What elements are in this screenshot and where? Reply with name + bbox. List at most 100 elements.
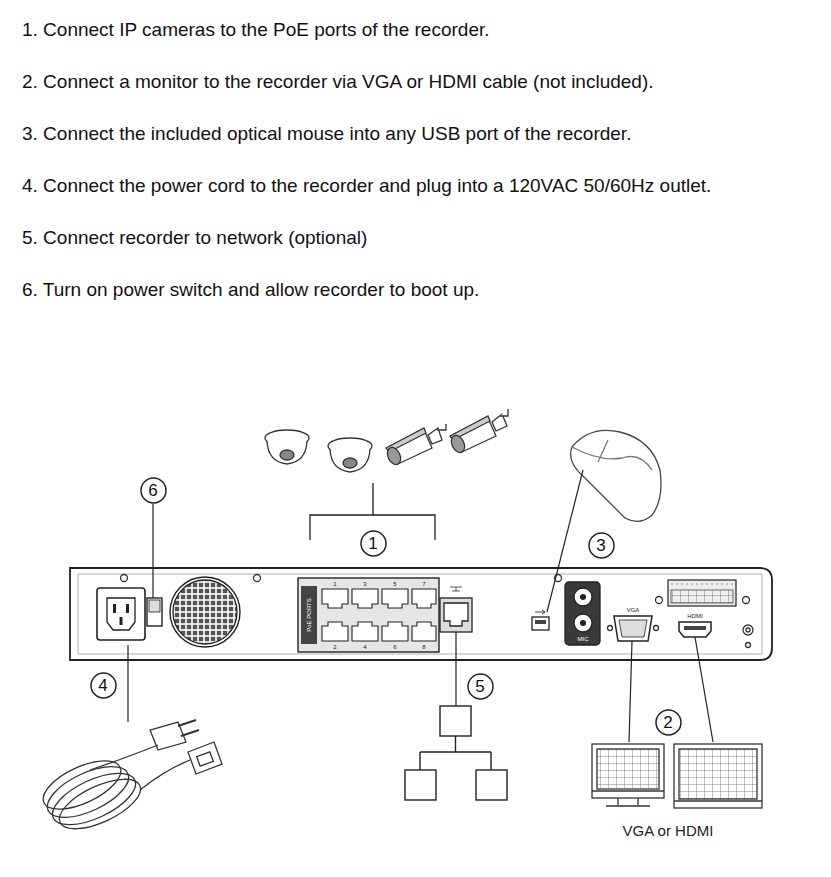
power-switch — [149, 600, 160, 612]
power-cord — [36, 751, 127, 819]
usb-port — [532, 617, 549, 630]
instruction-step: 1. Connect IP cameras to the PoE ports o… — [22, 20, 490, 39]
poe-port-block — [352, 622, 378, 641]
audio-panel — [565, 582, 600, 645]
instruction-step: 6. Turn on power switch and allow record… — [22, 280, 479, 299]
network-symbol — [440, 706, 471, 736]
callout-number: 5 — [475, 678, 484, 695]
monitor — [592, 744, 762, 808]
leader-line — [547, 470, 583, 612]
callout-circle: 2 — [655, 709, 682, 736]
alarm-terminal-block — [668, 580, 736, 606]
poe-port-block — [412, 622, 436, 641]
optical-mouse — [598, 440, 608, 462]
recorder-chassis — [70, 568, 772, 660]
network-symbol — [476, 770, 507, 800]
port-number: 7 — [422, 581, 425, 587]
power-cord — [197, 752, 214, 766]
audio-panel — [580, 620, 586, 626]
monitor — [679, 749, 757, 799]
bullet-camera — [385, 445, 403, 466]
power-cord — [178, 720, 199, 736]
callout-number: 2 — [663, 714, 672, 731]
bullet-camera — [449, 433, 467, 454]
power-cord — [45, 763, 143, 835]
audio-panel — [580, 594, 586, 600]
hdmi-port — [684, 626, 706, 630]
optical-mouse — [572, 447, 652, 470]
optical-mouse — [571, 430, 661, 521]
monitor — [592, 744, 664, 798]
callout-circle: 3 — [588, 532, 615, 559]
fan-grille — [170, 577, 240, 647]
recorder-chassis — [254, 575, 261, 582]
poe-port-block — [322, 622, 348, 641]
callout-number: 1 — [368, 535, 377, 552]
poe-port-block — [301, 586, 317, 644]
power-cord — [188, 742, 222, 774]
usb-port — [532, 610, 549, 630]
vga-port — [654, 626, 659, 631]
vga-port — [614, 616, 652, 641]
alarm-terminal-block — [671, 584, 733, 585]
power-cord — [40, 756, 136, 828]
bullet-camera — [437, 424, 446, 430]
callout-number: 4 — [98, 677, 107, 694]
callout-outline — [141, 478, 166, 503]
instruction-step: 5. Connect recorder to network (optional… — [22, 228, 367, 247]
instruction-step: 2. Connect a monitor to the recorder via… — [22, 72, 654, 91]
power-cord — [36, 720, 222, 839]
dome-camera — [280, 450, 294, 460]
monitor — [674, 744, 762, 808]
recorder-chassis — [121, 575, 128, 582]
poe-port-block — [352, 589, 378, 608]
poe-port-block — [322, 589, 436, 641]
monitor — [674, 800, 762, 801]
leader-line — [455, 632, 456, 706]
leader-line — [128, 470, 713, 742]
recorder-chassis — [746, 643, 751, 648]
poe-port-block — [298, 578, 439, 652]
port-number: 3 — [363, 581, 366, 587]
network-port — [444, 603, 468, 626]
callout-circle: 6 — [140, 477, 167, 504]
callout-number: 6 — [148, 482, 157, 499]
monitor — [592, 790, 664, 791]
hdmi-port — [679, 622, 711, 637]
network-port — [450, 587, 462, 591]
port-number: 4 — [363, 644, 366, 650]
port-number: 8 — [422, 644, 425, 650]
power-inlet — [97, 588, 145, 640]
vga-port — [619, 620, 647, 637]
usb-port — [535, 620, 546, 624]
power-switch — [147, 598, 162, 626]
monitor — [606, 798, 650, 806]
poe-port-block — [322, 589, 348, 608]
port-group-label: PoE PORTS — [306, 598, 312, 632]
alarm-terminal-block — [671, 590, 733, 603]
callout-number: 3 — [596, 537, 605, 554]
alarm-terminal-block — [668, 580, 736, 606]
power-cord — [140, 760, 190, 790]
network-port — [440, 587, 472, 632]
network-symbol — [405, 770, 436, 800]
recorder-chassis — [78, 574, 762, 654]
recorder-chassis — [656, 597, 663, 604]
audio-panel — [565, 582, 600, 645]
recorder-chassis — [743, 625, 753, 635]
vga-port — [608, 626, 613, 631]
fan-grille — [170, 577, 240, 647]
power-inlet — [113, 604, 116, 613]
audio-panel — [574, 614, 592, 632]
power-inlet — [107, 598, 135, 630]
monitor — [597, 749, 659, 789]
leader-line — [695, 637, 713, 742]
leader-line — [629, 641, 632, 742]
callout-outline — [468, 674, 493, 699]
recorder-chassis — [746, 628, 750, 632]
vga-port — [608, 616, 659, 641]
port-number: 6 — [393, 644, 396, 650]
recorder-chassis — [743, 597, 750, 604]
callout-circle: 4 — [90, 672, 117, 699]
